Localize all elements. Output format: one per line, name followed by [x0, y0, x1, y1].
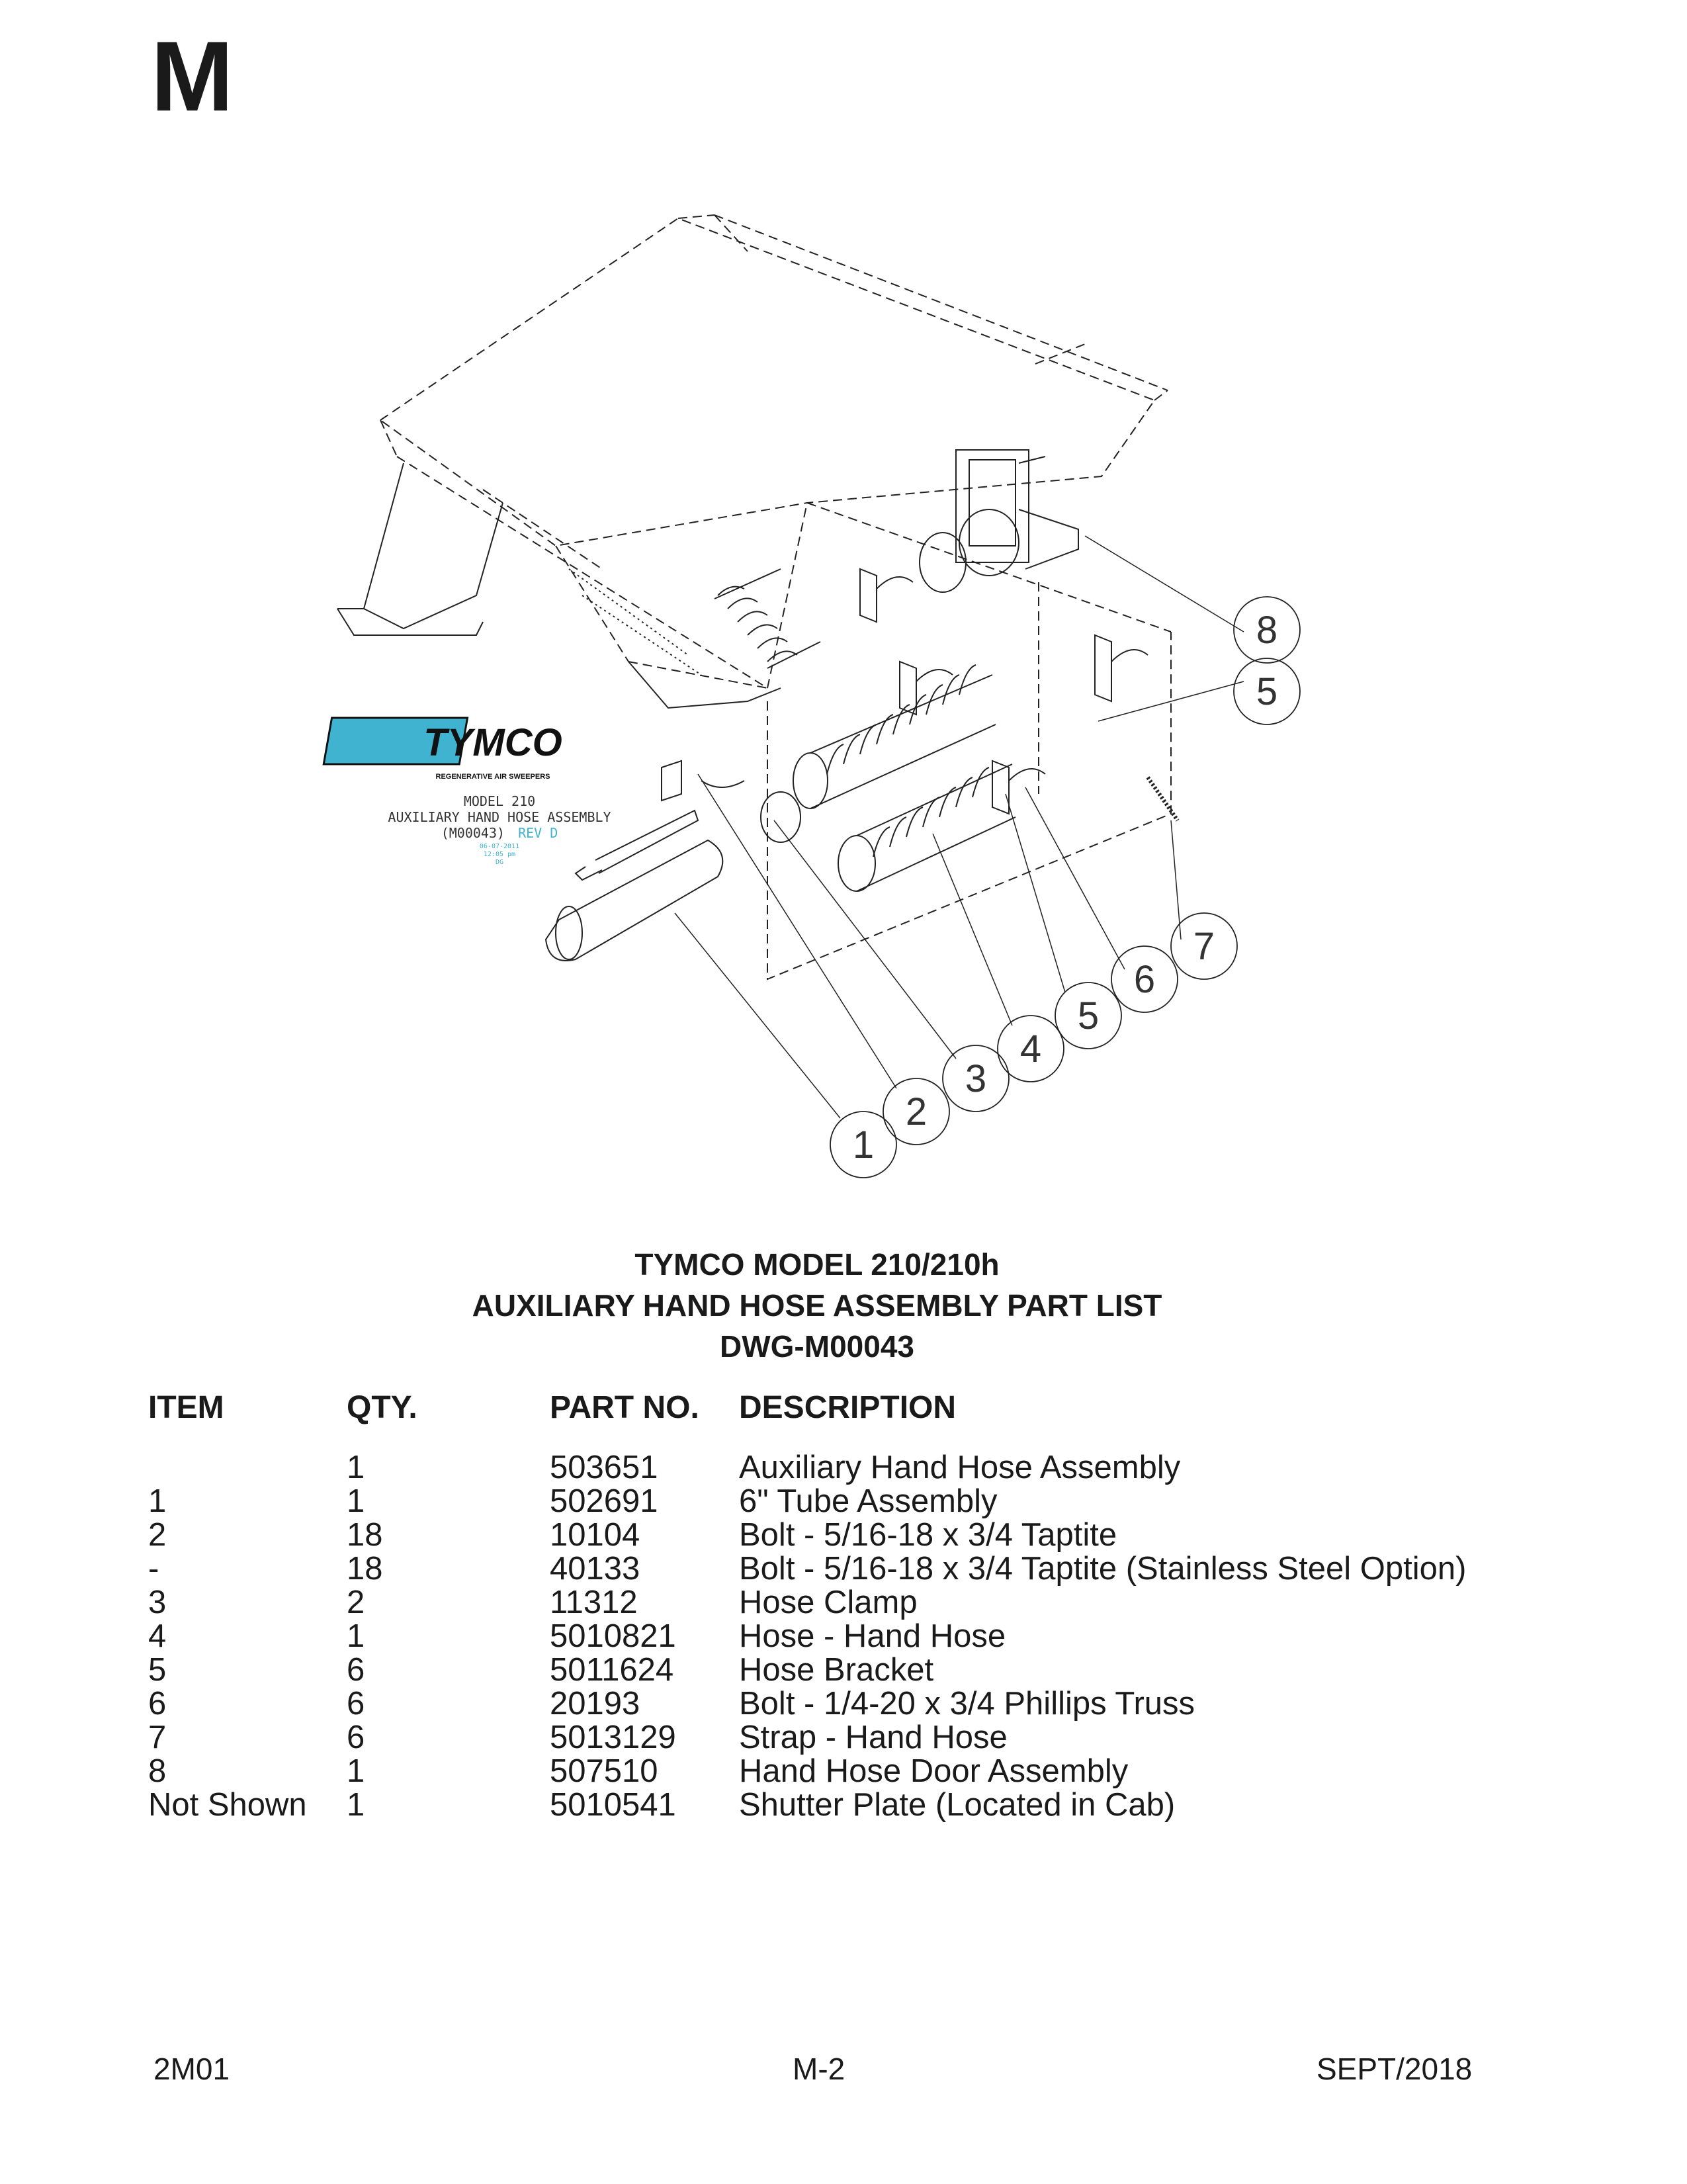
- stamp-rev: REV D: [518, 825, 558, 841]
- cell-description: Bolt - 5/16-18 x 3/4 Taptite: [739, 1517, 1117, 1553]
- cell-description: Bolt - 5/16-18 x 3/4 Taptite (Stainless …: [739, 1551, 1467, 1587]
- hose-brackets: [661, 568, 1148, 815]
- callout-number: 8: [1256, 609, 1277, 652]
- middle-hose-coil: [793, 664, 996, 809]
- cell-item: 3: [148, 1585, 167, 1620]
- stamp-line: AUXILIARY HAND HOSE ASSEMBLY: [388, 809, 611, 825]
- logo-text: TYMCO: [423, 721, 562, 764]
- cell-part-no: 40133: [550, 1551, 640, 1587]
- leader-lines: [674, 535, 1244, 1119]
- cell-description: Hand Hose Door Assembly: [739, 1753, 1129, 1789]
- cell-part-no: 5010541: [550, 1787, 676, 1823]
- part-list-title: TYMCO MODEL 210/210h AUXILIARY HAND HOSE…: [0, 1244, 1634, 1367]
- callout-circle-5-lower: [1055, 982, 1122, 1049]
- stamp-line: MODEL 210: [464, 793, 535, 809]
- cell-item: 5: [148, 1652, 167, 1688]
- cell-qty: 2: [347, 1585, 365, 1620]
- cell-description: Strap - Hand Hose: [739, 1720, 1008, 1755]
- cell-part-no: 503651: [550, 1450, 658, 1485]
- tymco-logo: TYMCO REGENERATIVE AIR SWEEPERS: [322, 717, 562, 781]
- callout-circle-8: [1233, 596, 1301, 664]
- callout-number: 5: [1078, 994, 1099, 1037]
- logo-tagline: REGENERATIVE AIR SWEEPERS: [436, 773, 550, 781]
- cell-description: Shutter Plate (Located in Cab): [739, 1787, 1176, 1823]
- title-assembly: AUXILIARY HAND HOSE ASSEMBLY PART LIST: [472, 1288, 1162, 1323]
- header-qty: QTY.: [347, 1390, 417, 1425]
- cell-description: Bolt - 1/4-20 x 3/4 Phillips Truss: [739, 1686, 1195, 1722]
- callout-circle-6: [1111, 945, 1178, 1013]
- lower-hose-coil: [838, 764, 1016, 892]
- footer-page-number: M-2: [793, 2052, 845, 2086]
- cell-qty: 6: [347, 1686, 365, 1722]
- cell-item: Not Shown: [148, 1787, 307, 1823]
- cell-part-no: 5010821: [550, 1618, 676, 1654]
- hose-clamps: [760, 532, 967, 843]
- cell-qty: 1: [347, 1450, 365, 1485]
- hose-strap: [1146, 776, 1180, 822]
- callout-circle-5-upper: [1233, 658, 1301, 725]
- header-item: ITEM: [148, 1390, 224, 1425]
- upper-hose-coil: [714, 568, 821, 669]
- cell-part-no: 507510: [550, 1753, 658, 1789]
- stamp-line: (M00043): [441, 825, 505, 841]
- title-model: TYMCO MODEL 210/210h: [634, 1247, 1000, 1282]
- svg-text:(M00043) REV D: (M00043) REV D: [441, 825, 558, 841]
- cell-qty: 1: [347, 1787, 365, 1823]
- cell-qty: 1: [347, 1753, 365, 1789]
- cell-item: 2: [148, 1517, 167, 1553]
- header-description: DESCRIPTION: [739, 1390, 957, 1425]
- cell-part-no: 5011624: [550, 1652, 674, 1688]
- cell-qty: 6: [347, 1720, 365, 1755]
- callout-number: 7: [1193, 925, 1215, 968]
- cell-item: 8: [148, 1753, 167, 1789]
- footer-doc-code: 2M01: [153, 2052, 230, 2086]
- cell-description: Hose Bracket: [739, 1652, 934, 1688]
- callout-circle-2: [883, 1078, 950, 1145]
- callout-number: 4: [1020, 1027, 1041, 1070]
- cell-part-no: 11312: [550, 1585, 638, 1620]
- cell-part-no: 10104: [550, 1517, 640, 1553]
- cell-item: 6: [148, 1686, 167, 1722]
- cell-qty: 1: [347, 1618, 365, 1654]
- callout-circles: [830, 596, 1301, 1178]
- cell-part-no: 502691: [550, 1483, 658, 1519]
- cell-part-no: 20193: [550, 1686, 640, 1722]
- callout-number: 3: [965, 1057, 986, 1100]
- callout-number: 6: [1134, 958, 1155, 1001]
- cell-item: 7: [148, 1720, 167, 1755]
- section-letter: M: [151, 21, 234, 132]
- cell-description: Hose Clamp: [739, 1585, 918, 1620]
- cell-description: Auxiliary Hand Hose Assembly: [739, 1450, 1181, 1485]
- cell-qty: 18: [347, 1551, 383, 1587]
- cell-part-no: 5013129: [550, 1720, 676, 1755]
- cell-description: 6" Tube Assembly: [739, 1483, 998, 1519]
- exploded-assembly-drawing: 1 2 3 4 5 6 7 8 5 TYMCO REGENERATIVE AIR…: [322, 214, 1301, 1178]
- cell-qty: 1: [347, 1483, 365, 1519]
- stamp-date: DG: [496, 859, 503, 866]
- hand-hose-door-assembly: [955, 449, 1079, 576]
- cell-qty: 18: [347, 1517, 383, 1553]
- callout-number: 5: [1256, 670, 1277, 713]
- hopper-body-outline: [379, 214, 1168, 689]
- callout-number: 2: [906, 1090, 927, 1133]
- cell-qty: 6: [347, 1652, 365, 1688]
- hopper-legs: [337, 462, 781, 709]
- cell-item: 4: [148, 1618, 167, 1654]
- footer-date: SEPT/2018: [1317, 2052, 1473, 2086]
- callout-number: 1: [853, 1123, 874, 1166]
- stamp-date: 06-07-2011: [480, 843, 519, 850]
- header-part-no: PART NO.: [550, 1390, 699, 1425]
- title-drawing-number: DWG-M00043: [720, 1329, 914, 1364]
- callout-circle-3: [942, 1045, 1010, 1112]
- callout-circle-7: [1170, 912, 1238, 980]
- cell-item: -: [148, 1551, 159, 1587]
- cell-item: 1: [148, 1483, 167, 1519]
- cell-description: Hose - Hand Hose: [739, 1618, 1006, 1654]
- stamp-date: 12:05 pm: [484, 851, 515, 858]
- tube-assembly: [544, 809, 724, 961]
- callout-circle-4: [997, 1015, 1064, 1082]
- callout-circle-1: [830, 1111, 897, 1178]
